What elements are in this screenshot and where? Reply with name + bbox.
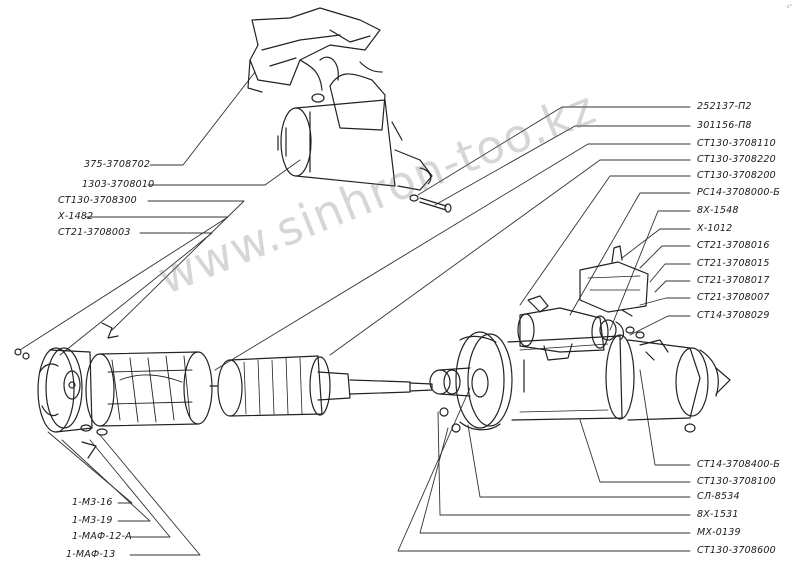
field-winding (85, 351, 213, 427)
solenoid-relay (517, 295, 625, 361)
part-label: СТ130-3708600 (697, 545, 776, 556)
part-label: 1-МАФ-13 (66, 549, 116, 560)
part-label: 1-МАФ-12-А (72, 531, 132, 542)
part-label: Х-1012 (697, 223, 733, 234)
part-label: СТ130-3708100 (697, 476, 776, 487)
part-label: СТ130-3708220 (697, 154, 776, 165)
bolt-small (409, 194, 452, 213)
part-label: 301156-П8 (697, 120, 752, 131)
part-label: Х-1482 (58, 211, 94, 222)
part-label: 8Х-1548 (697, 205, 739, 216)
part-label: 8Х-1531 (697, 509, 739, 520)
relay-cover (579, 245, 649, 313)
drive-pinion (429, 367, 489, 398)
part-label: 375-3708702 (84, 159, 151, 170)
part-label: СТ130-3708300 (58, 195, 137, 206)
part-label: СТ21-3708017 (697, 275, 770, 286)
part-label: СТ14-3708029 (697, 310, 770, 321)
terminal-bolts (621, 309, 645, 339)
drive-end-cover (14, 347, 93, 433)
part-label: 1-М3-16 (72, 497, 113, 508)
part-label: 1303-3708010 (82, 179, 155, 190)
mounting-bracket (247, 7, 381, 93)
leader-lines (19, 71, 691, 556)
armature (209, 355, 433, 417)
part-label: СТ14-3708400-Б (697, 459, 781, 470)
part-label: СТ21-3708007 (697, 292, 770, 303)
corner-mark: s° (786, 4, 792, 10)
part-label: 1-М3-19 (72, 515, 113, 526)
part-label: СТ21-3708016 (697, 240, 770, 251)
part-label: СТ130-3708200 (697, 170, 776, 181)
part-label: СЛ-8534 (697, 491, 740, 502)
part-label: 252137-П2 (697, 101, 752, 112)
washers-bottom (439, 407, 461, 433)
part-label: СТ21-3708003 (58, 227, 131, 238)
screw-clip-top (101, 322, 119, 339)
part-label: РС14-3708000-Б (697, 187, 780, 198)
part-label: МХ-0139 (697, 527, 741, 538)
nuts-bottom (80, 424, 108, 459)
starter-assembly-small (277, 56, 433, 191)
starter-housing (455, 331, 731, 433)
part-label: СТ130-3708110 (697, 138, 776, 149)
part-label: СТ21-3708015 (697, 258, 770, 269)
